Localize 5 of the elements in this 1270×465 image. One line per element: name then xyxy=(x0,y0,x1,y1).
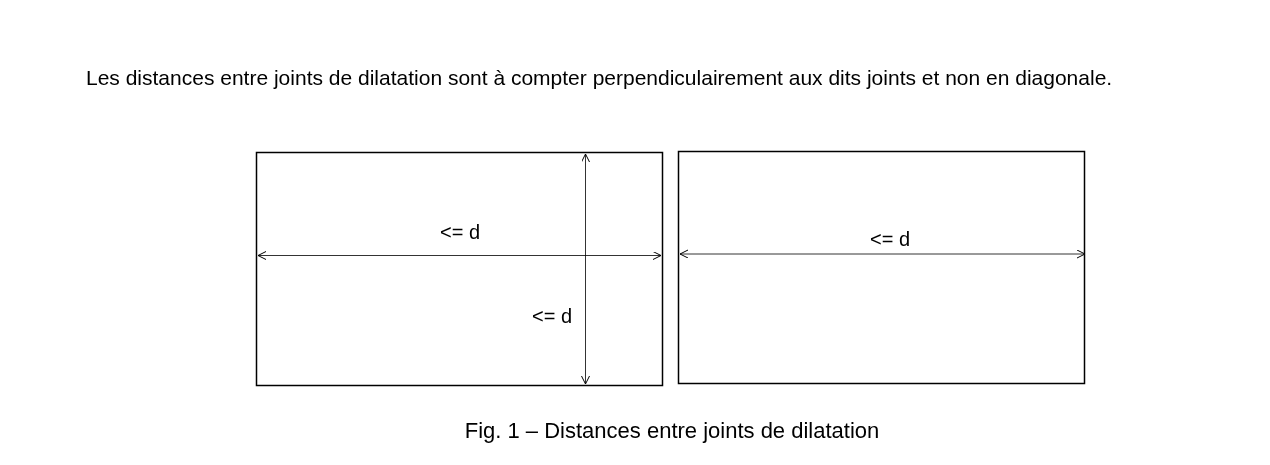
note-text: Les distances entre joints de dilatation sont à compter perpendiculairement aux dits joints et non en diagonale. xyxy=(86,65,1114,91)
dimension-label: <= d xyxy=(870,228,911,251)
dimension-label: <= d xyxy=(532,305,573,328)
dimension-label: <= d xyxy=(440,221,481,244)
figure-caption: Fig. 1 – Distances entre joints de dilatation xyxy=(464,418,880,443)
